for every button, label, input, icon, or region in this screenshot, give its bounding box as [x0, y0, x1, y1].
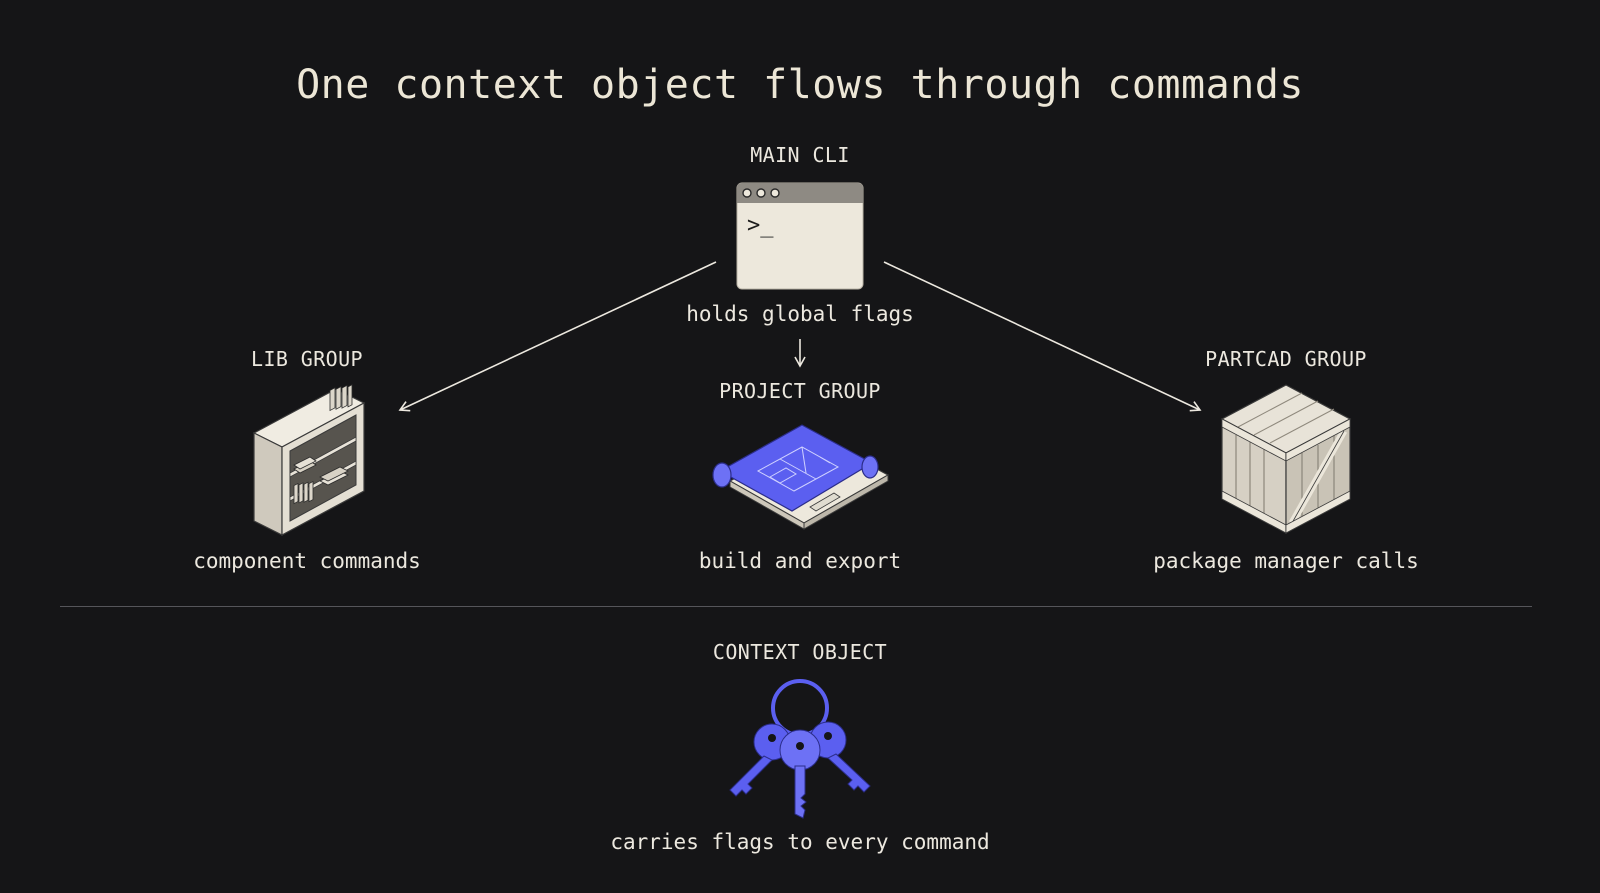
partcad-group-label: PARTCAD GROUP: [1205, 347, 1367, 371]
lib-group-label: LIB GROUP: [251, 347, 363, 371]
arrow-to-lib-group: [398, 261, 717, 412]
section-divider: [60, 606, 1532, 607]
terminal-window-icon: >_: [736, 182, 864, 290]
lib-group-caption: component commands: [193, 549, 421, 573]
context-object-caption: carries flags to every command: [610, 830, 990, 854]
bookshelf-icon: [252, 384, 366, 537]
project-group-label: PROJECT GROUP: [719, 379, 881, 403]
partcad-group-caption: package manager calls: [1153, 549, 1419, 573]
arrow-to-partcad-group: [883, 261, 1202, 412]
keys-icon: [729, 679, 871, 819]
crate-icon: [1220, 384, 1352, 534]
main-cli-caption: holds global flags: [686, 302, 914, 326]
diagram-title: One context object flows through command…: [296, 62, 1304, 108]
main-cli-label: MAIN CLI: [750, 143, 850, 167]
blueprint-icon: [712, 424, 890, 530]
context-object-label: CONTEXT OBJECT: [712, 640, 888, 664]
project-group-caption: build and export: [698, 549, 902, 573]
terminal-prompt: >_: [747, 213, 774, 238]
